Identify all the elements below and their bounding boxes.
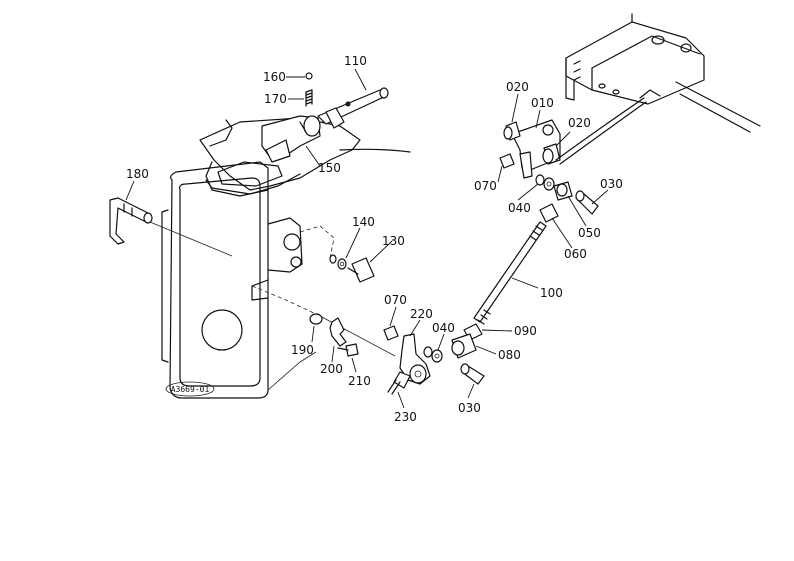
ball-160: [305, 72, 313, 80]
pedal-bracket: [565, 13, 761, 133]
callout-030-upper: 030: [600, 177, 623, 191]
lever-150: [261, 115, 321, 163]
callout-070-lower: 070: [384, 293, 407, 307]
callout-labels: 160 110 170 150 180 140 130 190 200 210 …: [126, 54, 623, 424]
cable: [555, 97, 645, 161]
bushing-020-left: [503, 121, 521, 141]
callout-110: 110: [344, 54, 367, 68]
callout-060: 060: [564, 247, 587, 261]
callout-040-upper: 040: [508, 201, 531, 215]
callout-130: 130: [382, 234, 405, 248]
callout-030-lower: 030: [458, 401, 481, 415]
callout-080: 080: [498, 348, 521, 362]
bolt-210: [337, 343, 359, 357]
callout-150: 150: [318, 161, 341, 175]
reference-code-text: A3669-01: [171, 385, 210, 394]
cable-inner: [559, 101, 647, 165]
nut-070-upper: [499, 153, 515, 169]
callout-100: 100: [540, 286, 563, 300]
callout-140: 140: [352, 215, 375, 229]
callout-050: 050: [578, 226, 601, 240]
transmission-housing: [161, 117, 411, 399]
callout-230: 230: [394, 410, 417, 424]
callout-190: 190: [291, 343, 314, 357]
lever-220: [399, 333, 431, 385]
callout-090: 090: [514, 324, 537, 338]
callout-160: 160: [263, 70, 286, 84]
pin-230: [387, 371, 411, 395]
pin-180: [109, 197, 153, 245]
bolt-030-lower: [460, 363, 485, 385]
callout-020-left: 020: [506, 80, 529, 94]
shaft-110: [317, 87, 389, 129]
rod-100: [473, 221, 547, 325]
rod-end-080: [451, 333, 477, 359]
callout-070-upper: 070: [474, 179, 497, 193]
assembly-line-180: [149, 221, 233, 257]
assembly-line-lower: [251, 285, 321, 317]
nut-070-lower: [383, 325, 399, 341]
clip-200: [329, 317, 347, 347]
assembly-line-upper: [299, 225, 335, 259]
callout-010: 010: [531, 96, 554, 110]
spring-170: [305, 89, 313, 107]
callout-040-lower: 040: [432, 321, 455, 335]
callout-200: 200: [320, 362, 343, 376]
washer-040-upper: [535, 174, 555, 191]
o-ring-190: [309, 313, 323, 325]
bolt-030-upper: [575, 190, 599, 215]
callout-210: 210: [348, 374, 371, 388]
bolt-130: [347, 257, 375, 283]
callout-170: 170: [264, 92, 287, 106]
callout-180: 180: [126, 167, 149, 181]
rod-end-060: [539, 203, 559, 223]
reference-code: A3669-01: [165, 381, 215, 397]
washer-140: [329, 254, 347, 270]
bushing-020-right: [542, 143, 561, 165]
callout-220: 220: [410, 307, 433, 321]
callout-020-right: 020: [568, 116, 591, 130]
rod-end-050: [553, 181, 573, 201]
washer-040-lower: [423, 346, 443, 363]
leader-lines: [125, 68, 609, 409]
